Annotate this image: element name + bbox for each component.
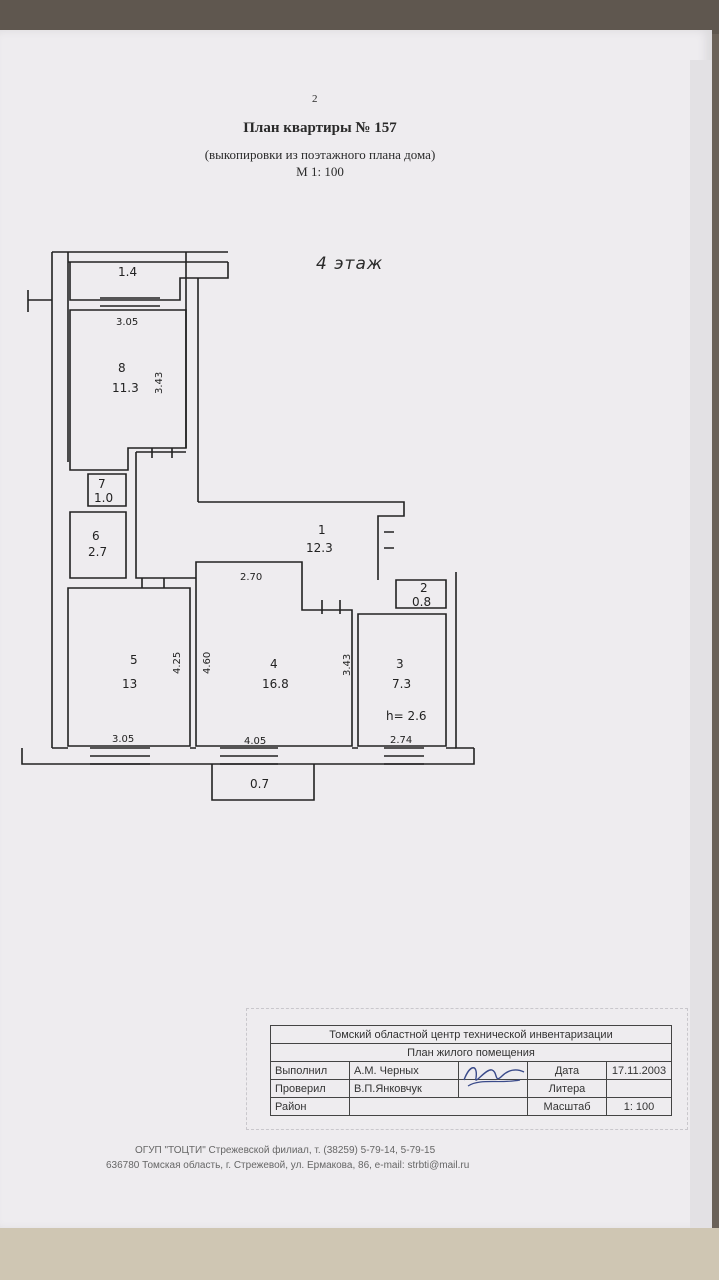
room-1-area: 12.3 <box>306 541 333 555</box>
ceiling-height: h= 2.6 <box>386 709 427 723</box>
title-block: Томский областной центр технической инве… <box>270 1025 672 1116</box>
background-top <box>0 0 719 34</box>
stamp-done-name: А.М. Черных <box>349 1061 459 1080</box>
room-4-top: 2.70 <box>240 572 262 583</box>
stamp-date-label: Дата <box>527 1061 607 1080</box>
corridor-wall-top <box>198 501 405 580</box>
stamp-doc: План жилого помещения <box>270 1043 672 1062</box>
window-room-4 <box>220 747 278 765</box>
footer-line-1: ОГУП "ТОЦТИ" Стрежевской филиал, т. (382… <box>135 1145 436 1156</box>
top-wall <box>52 251 228 263</box>
stamp-letter-value <box>606 1079 672 1098</box>
floor-note: 4 этаж <box>316 254 384 274</box>
signature-mark <box>463 1067 525 1087</box>
window-room-5 <box>90 747 150 765</box>
room-8-area: 11.3 <box>112 381 139 395</box>
corridor-wall-left <box>185 252 199 502</box>
room-4-length: 4.60 <box>202 652 213 674</box>
left-wall <box>51 252 69 748</box>
room-1-number: 1 <box>318 523 326 537</box>
page-edge <box>690 60 712 1230</box>
stamp-district-label: Район <box>270 1097 350 1116</box>
right-wall <box>455 572 474 749</box>
stamp-org: Томский областной центр технической инве… <box>270 1025 672 1044</box>
room-5-outline <box>67 587 191 747</box>
room-7-number: 7 <box>98 477 106 491</box>
balcony-top-area: 1.4 <box>118 265 137 279</box>
left-stub <box>27 290 52 312</box>
room-8-number: 8 <box>118 361 126 375</box>
room-6-outline <box>69 511 127 579</box>
room-6-number: 6 <box>92 529 100 543</box>
stamp-date-value: 17.11.2003 <box>606 1061 672 1080</box>
room-8-length: 3.43 <box>154 372 165 394</box>
room-3-number: 3 <box>396 657 404 671</box>
room-3-outline <box>357 613 447 747</box>
room-5-area: 13 <box>122 677 137 691</box>
stamp-scale-label: Масштаб <box>527 1097 607 1116</box>
room-4-number: 4 <box>270 657 278 671</box>
background-bottom <box>0 1228 719 1280</box>
room-2-area: 0.8 <box>412 595 431 609</box>
hall-wall <box>135 451 196 579</box>
footer-line-2: 636780 Томская область, г. Стрежевой, ул… <box>106 1160 470 1171</box>
room-3-width: 2.74 <box>390 735 412 746</box>
page-subtitle: (выкопировки из поэтажного плана дома) <box>204 147 436 162</box>
room-7-outline <box>87 473 127 507</box>
room-7-area: 1.0 <box>94 491 113 505</box>
window-balcony <box>100 297 160 307</box>
room-8-width: 3.05 <box>116 317 138 328</box>
stamp-checked-name: В.П.Янковчук <box>349 1079 459 1098</box>
room-3-length: 3.43 <box>342 654 353 676</box>
window-room-3 <box>384 747 424 765</box>
room-4-area: 16.8 <box>262 677 289 691</box>
balcony-bottom-area: 0.7 <box>250 777 269 791</box>
stamp-frame <box>246 1008 688 1130</box>
room-4-outline <box>195 561 353 747</box>
room-2-number: 2 <box>420 581 428 595</box>
stamp-done-label: Выполнил <box>270 1061 350 1080</box>
room-5-width: 3.05 <box>112 734 134 745</box>
room-6-area: 2.7 <box>88 545 107 559</box>
stamp-district-value <box>349 1097 528 1116</box>
room-2-outline <box>395 579 447 609</box>
door-marks <box>141 448 394 614</box>
page-number: 2 <box>312 93 318 105</box>
scale-label: М 1: 100 <box>296 164 344 179</box>
stamp-scale-value: 1: 100 <box>606 1097 672 1116</box>
room-5-length: 4.25 <box>172 652 183 674</box>
stamp-letter-label: Литера <box>527 1079 607 1098</box>
room-5-number: 5 <box>130 653 138 667</box>
balcony-top-outline <box>69 262 229 301</box>
room-3-area: 7.3 <box>392 677 411 691</box>
page-title: План квартиры № 157 <box>243 120 397 136</box>
balcony-bottom-outline <box>211 764 315 801</box>
stamp-checked-label: Проверил <box>270 1079 350 1098</box>
room-4-width: 4.05 <box>244 736 266 747</box>
